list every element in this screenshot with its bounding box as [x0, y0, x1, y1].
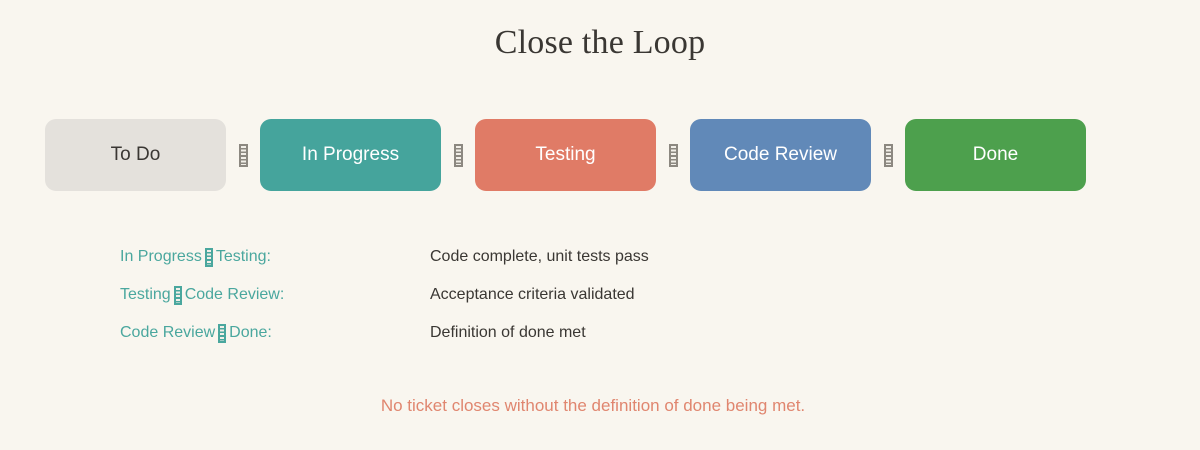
stage-label: Done	[972, 143, 1019, 165]
pipeline-arrow-2	[441, 119, 475, 191]
pipeline-arrow-4	[871, 119, 905, 191]
pipeline-arrow-3	[656, 119, 690, 191]
stage-label: Code Review	[724, 143, 837, 165]
workflow-pipeline: To Do In Progress Testing Code Review Do…	[45, 119, 1086, 191]
stage-testing[interactable]: Testing	[475, 119, 656, 191]
criteria-from-stage: Testing	[120, 286, 171, 303]
stage-label: To Do	[110, 143, 161, 165]
criteria-to-stage: Done:	[229, 324, 272, 341]
criteria-value: Definition of done met	[430, 324, 586, 341]
arrow-right-icon	[668, 143, 678, 167]
criteria-row: Code Review Done: Definition of done met	[120, 314, 1080, 352]
arrow-right-icon	[453, 143, 463, 167]
arrow-right-icon	[218, 323, 227, 343]
stage-to-do[interactable]: To Do	[45, 119, 226, 191]
stage-done[interactable]: Done	[905, 119, 1086, 191]
arrow-right-icon	[883, 143, 893, 167]
stage-in-progress[interactable]: In Progress	[260, 119, 441, 191]
page-title: Close the Loop	[494, 24, 706, 61]
criteria-to-stage: Code Review:	[184, 286, 285, 303]
criteria-transition-label: Code Review Done:	[120, 323, 430, 343]
criteria-transition-label: Testing Code Review:	[120, 285, 430, 305]
criteria-row: In Progress Testing: Code complete, unit…	[120, 238, 1080, 276]
criteria-value: Code complete, unit tests pass	[430, 248, 649, 265]
stage-label: In Progress	[301, 143, 400, 165]
criteria-to-stage: Testing:	[215, 248, 271, 265]
criteria-transition-label: In Progress Testing:	[120, 247, 430, 267]
criteria-row: Testing Code Review: Acceptance criteria…	[120, 276, 1080, 314]
arrow-right-icon	[204, 247, 213, 267]
stage-label: Testing	[535, 143, 596, 165]
footer-note: No ticket closes without the definition …	[380, 396, 806, 415]
criteria-value: Acceptance criteria validated	[430, 286, 635, 303]
transition-criteria-list: In Progress Testing: Code complete, unit…	[120, 238, 1080, 352]
stage-code-review[interactable]: Code Review	[690, 119, 871, 191]
arrow-right-icon	[238, 143, 248, 167]
criteria-from-stage: Code Review	[120, 324, 216, 341]
arrow-right-icon	[173, 285, 182, 305]
criteria-from-stage: In Progress	[120, 248, 202, 265]
pipeline-arrow-1	[226, 119, 260, 191]
